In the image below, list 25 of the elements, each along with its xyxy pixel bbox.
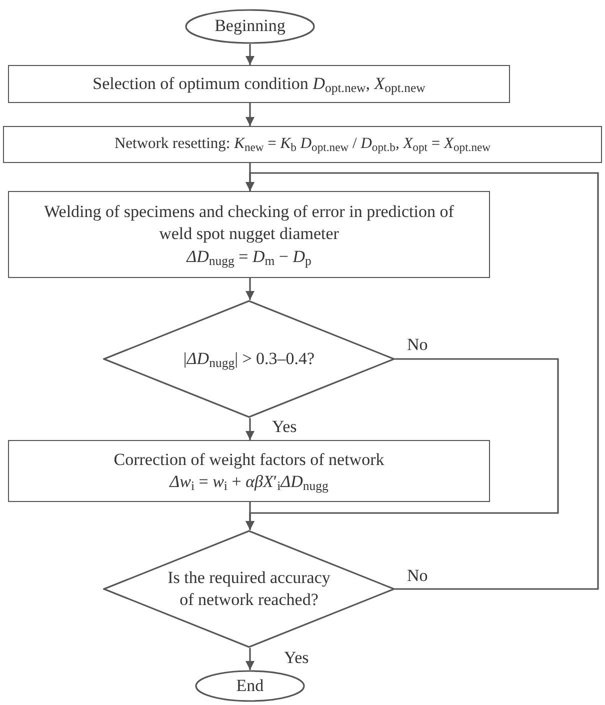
node-text: Is the required accuracy of network reached? (166, 566, 332, 611)
arrow (246, 103, 254, 126)
process-box (3, 126, 602, 163)
decision-diamond (103, 530, 395, 648)
arrow (246, 278, 254, 300)
arrow (246, 418, 254, 440)
terminal-ellipse (185, 9, 315, 44)
node-text: ΔD$_{nugg}$ = D$_{m}$ − D$_{p}$ (186, 246, 312, 268)
decision-diamond (103, 300, 395, 418)
node-text: Correction of weight factors of network (114, 448, 384, 471)
node-text: Beginning (214, 15, 286, 38)
arrow (246, 172, 599, 590)
node-text: Network resetting: K$_{new}$ = K$_{b}$ D$_{opt.new}$ / D$_{opt.b}$, X$_{opt}$ = X$_{opt.new}$ (114, 134, 491, 155)
node-text: End (236, 674, 264, 697)
arrow (246, 502, 254, 530)
node-text: Δw$_{i}$ = w$_{i}$ + αβX′$_{i}$ΔD$_{nugg}$ (170, 471, 328, 494)
node-text: Welding of specimens and checking of error in prediction of weld spot nugget diameter (43, 201, 455, 246)
process-box (8, 191, 490, 278)
process-box (8, 440, 490, 502)
terminal-ellipse (195, 670, 305, 702)
process-box (8, 65, 510, 103)
node-text: |ΔD$_{nugg}$| > 0.3–0.4? (183, 348, 315, 370)
arrow (246, 44, 254, 65)
arrow (246, 648, 254, 670)
node-text: Selection of optimum condition D$_{opt.new}$, X$_{opt.new}$ (92, 72, 426, 96)
